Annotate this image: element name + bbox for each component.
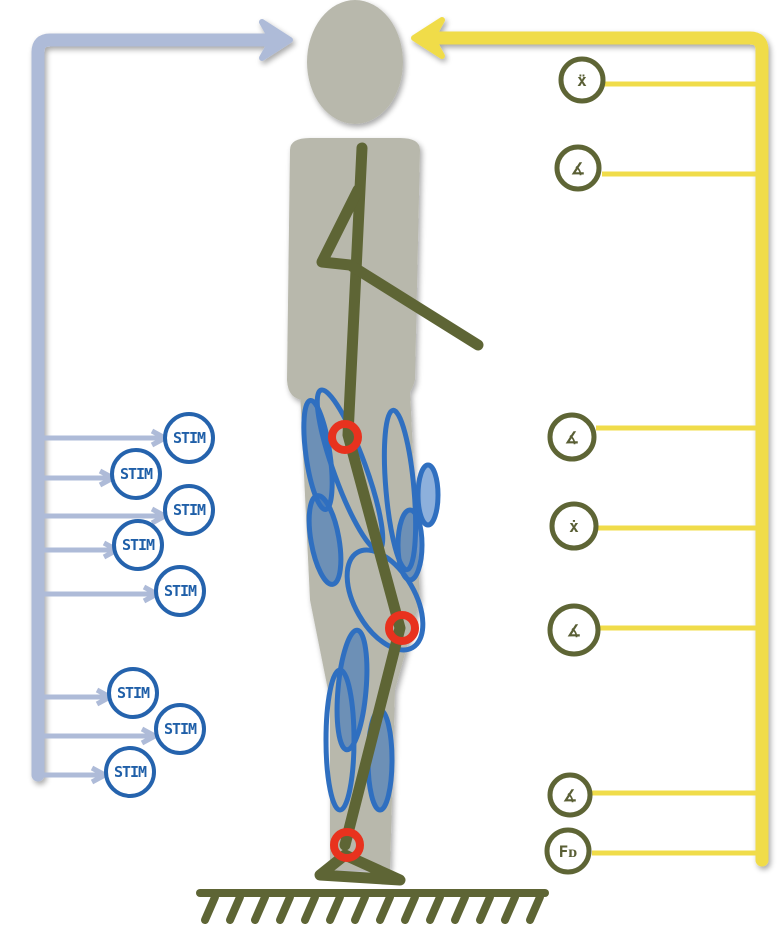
stim-label: STIM [120,465,153,483]
sensor-symbol: ∡ [565,428,579,447]
stimulator: STIM [44,567,204,615]
sensor-angle: ∡ [557,147,756,189]
ground [200,893,545,920]
sensor-symbol: ẋ [569,517,579,536]
stim-label: STIM [164,720,197,738]
sensor-symbol: ∡ [571,159,585,178]
sensors: ẍ ∡ ∡ ẋ ∡ ∡ Fᴅ [547,59,756,872]
stimulators: STIM STIM STIM STIM STIM [44,414,213,796]
stimulator: STIM [44,748,154,796]
sensor-acceleration: ẍ [561,59,756,101]
sensor-symbol: Fᴅ [559,842,578,861]
sensor-velocity: ẋ [552,504,756,548]
muscle [418,465,438,525]
stimulator: STIM [44,521,162,569]
sensor-angle: ∡ [550,606,756,654]
stimulation-bus [38,22,290,775]
sensor-angle: ∡ [550,415,756,459]
sensor-force: Fᴅ [547,830,756,872]
stim-label: STIM [164,582,197,600]
stimulator: STIM [44,450,160,498]
sensor-symbol: ∡ [563,786,577,805]
stim-label: STIM [173,429,206,447]
stim-label: STIM [122,536,155,554]
sensor-angle: ∡ [550,775,756,815]
sensor-symbol: ∡ [567,621,581,640]
stim-label: STIM [114,763,147,781]
head-icon [307,0,403,124]
stim-label: STIM [117,684,150,702]
stimulator: STIM [44,669,157,717]
sensor-symbol: ẍ [577,71,587,90]
stim-label: STIM [173,501,206,519]
